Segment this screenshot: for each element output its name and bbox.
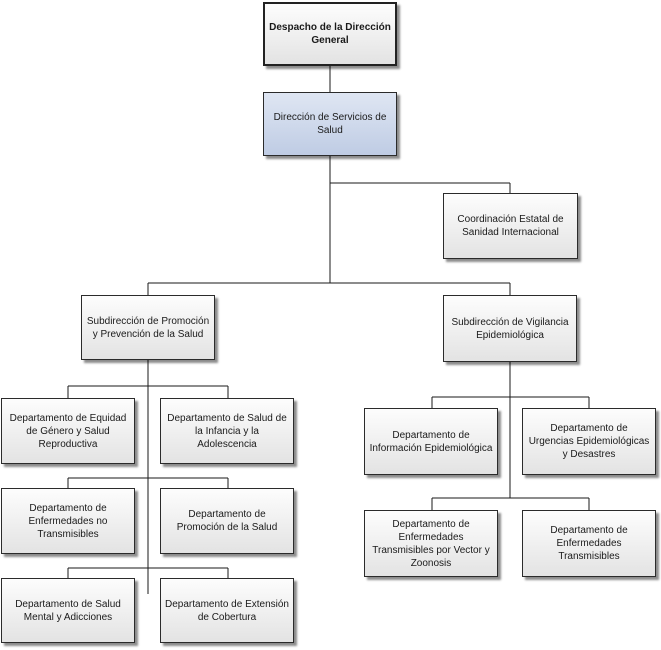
label-dep-infancia: Departamento de Salud de la Infancia y l… (167, 412, 287, 450)
label-dep-urgencias: Departamento de Urgencias Epidemiológica… (528, 423, 650, 460)
label-dep-mental: Departamento de Salud Mental y Adiccione… (15, 598, 121, 623)
box-dep-vector: Departamento de Enfermedades Transmisibl… (364, 510, 498, 577)
label-coordinacion: Coordinación Estatal de Sanidad Internac… (457, 214, 564, 238)
box-coordinacion: Coordinación Estatal de Sanidad Internac… (443, 193, 578, 259)
label-dep-equidad: Departamento de Equidad de Género y Salu… (9, 412, 127, 450)
box-dep-informacion: Departamento de Información Epidemiológi… (364, 408, 498, 475)
box-dep-urgencias: Departamento de Urgencias Epidemiológica… (522, 408, 656, 475)
box-dep-extension: Departamento de Extensión de Cobertura (160, 578, 294, 643)
box-sub-vigilancia: Subdirección de Vigilancia Epidemiológic… (443, 295, 577, 362)
label-dep-extension: Departamento de Extensión de Cobertura (165, 598, 289, 623)
label-dep-vector: Departamento de Enfermedades Transmisibl… (372, 518, 490, 569)
label-despacho: Despacho de la Dirección General (269, 22, 391, 46)
label-direccion: Dirección de Servicios de Salud (273, 112, 387, 136)
label-dep-informacion: Departamento de Información Epidemiológi… (369, 429, 493, 454)
box-dep-promocion: Departamento de Promoción de la Salud (160, 488, 294, 554)
box-dep-transmisibles: Departamento de Enfermedades Transmisibl… (522, 510, 656, 577)
box-dep-infancia: Departamento de Salud de la Infancia y l… (160, 398, 294, 464)
label-sub-promocion: Subdirección de Promoción y Prevención d… (86, 315, 210, 340)
box-direccion: Dirección de Servicios de Salud (263, 92, 397, 156)
label-dep-transmisibles: Departamento de Enfermedades Transmisibl… (550, 525, 628, 562)
label-sub-vigilancia: Subdirección de Vigilancia Epidemiológic… (451, 316, 569, 341)
label-dep-enf-no-trans: Departamento de Enfermedades no Transmis… (28, 502, 108, 540)
box-despacho: Despacho de la Dirección General (263, 2, 397, 66)
box-dep-enf-no-trans: Departamento de Enfermedades no Transmis… (1, 488, 135, 554)
label-dep-promocion: Departamento de Promoción de la Salud (176, 509, 278, 533)
box-dep-mental: Departamento de Salud Mental y Adiccione… (1, 578, 135, 643)
box-sub-promocion: Subdirección de Promoción y Prevención d… (81, 295, 215, 360)
box-dep-equidad: Departamento de Equidad de Género y Salu… (1, 398, 135, 464)
